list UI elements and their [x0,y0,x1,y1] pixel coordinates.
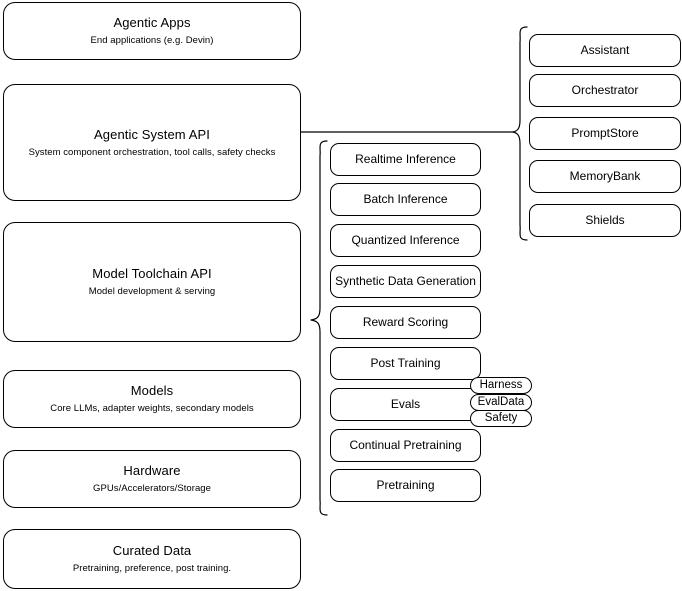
system-item-assistant[interactable]: Assistant [529,34,681,67]
layer-model-toolchain-api[interactable]: Model Toolchain API Model development & … [3,222,301,342]
toolchain-item-batch-inference[interactable]: Batch Inference [330,183,481,216]
layer-title: Models [130,383,174,398]
system-item-memorybank[interactable]: MemoryBank [529,160,681,193]
layer-title: Model Toolchain API [92,266,212,281]
layer-title: Curated Data [112,543,192,558]
toolchain-item-label: Realtime Inference [355,152,456,166]
toolchain-item-synthetic-data-generation[interactable]: Synthetic Data Generation [330,265,481,298]
eval-badge-harness[interactable]: Harness [470,377,532,394]
toolchain-item-pretraining[interactable]: Pretraining [330,469,481,502]
eval-badge-label: Harness [479,379,523,391]
system-item-shields[interactable]: Shields [529,204,681,237]
toolchain-item-reward-scoring[interactable]: Reward Scoring [330,306,481,339]
system-item-label: PromptStore [571,126,639,140]
layer-title: Agentic Apps [113,15,191,30]
system-item-label: Orchestrator [571,83,639,97]
toolchain-item-continual-pretraining[interactable]: Continual Pretraining [330,429,481,462]
layer-subtitle: GPUs/Accelerators/Storage [93,483,211,494]
toolchain-item-post-training[interactable]: Post Training [330,347,481,380]
toolchain-item-evals[interactable]: Evals [330,388,481,421]
layer-subtitle: System component orchestration, tool cal… [28,146,276,158]
system-item-orchestrator[interactable]: Orchestrator [529,74,681,107]
toolchain-item-label: Batch Inference [363,192,448,206]
system-components-brace [512,26,528,241]
toolchain-item-quantized-inference[interactable]: Quantized Inference [330,224,481,257]
system-item-promptstore[interactable]: PromptStore [529,117,681,150]
layer-subtitle: Core LLMs, adapter weights, secondary mo… [50,403,254,414]
layer-subtitle: End applications (e.g. Devin) [90,35,214,46]
eval-badge-label: Safety [484,412,518,424]
eval-badge-safety[interactable]: Safety [470,410,532,427]
toolchain-item-realtime-inference[interactable]: Realtime Inference [330,143,481,176]
layer-curated-data[interactable]: Curated Data Pretraining, preference, po… [3,529,301,589]
layer-title: Agentic System API [94,126,210,142]
eval-badge-label: EvalData [477,396,525,408]
toolchain-item-label: Evals [390,397,421,411]
toolchain-item-label: Pretraining [376,478,435,492]
eval-badge-evaldata[interactable]: EvalData [470,394,532,411]
toolchain-item-label: Quantized Inference [351,233,460,247]
system-item-label: Assistant [580,43,630,57]
toolchain-item-label: Continual Pretraining [349,438,462,452]
layer-title: Hardware [123,463,181,478]
toolchain-item-label: Post Training [370,356,441,370]
toolchain-item-label: Synthetic Data Generation [335,274,476,288]
layer-subtitle: Model development & serving [88,286,216,297]
toolchain-item-label: Reward Scoring [362,315,449,329]
system-item-label: MemoryBank [569,169,641,183]
layer-models[interactable]: Models Core LLMs, adapter weights, secon… [3,370,301,428]
layer-subtitle: Pretraining, preference, post training. [72,563,232,574]
toolchain-components-brace [310,140,328,516]
layer-agentic-apps[interactable]: Agentic Apps End applications (e.g. Devi… [3,2,301,60]
layer-hardware[interactable]: Hardware GPUs/Accelerators/Storage [3,450,301,508]
layer-agentic-system-api[interactable]: Agentic System API System component orch… [3,84,301,201]
system-item-label: Shields [585,213,625,227]
